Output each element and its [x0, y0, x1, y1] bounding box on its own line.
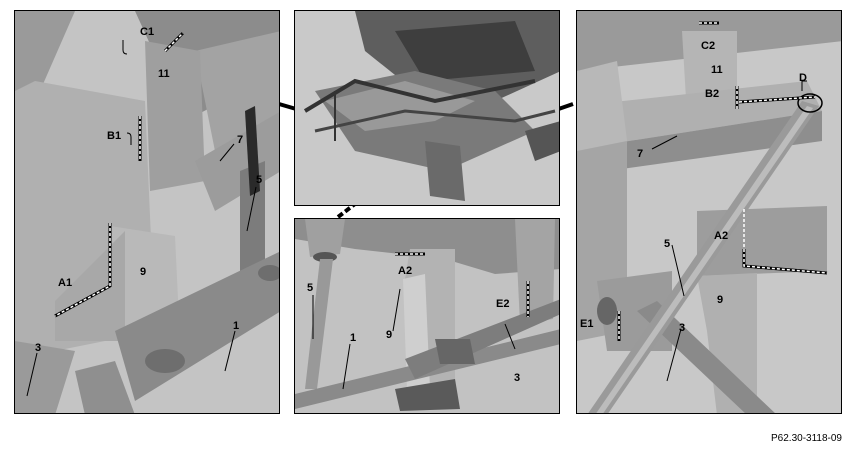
detail-panel-right: C2 11 D B2 7 5 A2 9 E1 3: [576, 10, 842, 414]
label-7-right: 7: [637, 148, 644, 160]
label-9-center: 9: [386, 329, 393, 341]
detail-panel-center: A2 5 9 E2 1 3: [294, 218, 560, 414]
label-9: 9: [140, 266, 147, 278]
label-11: 11: [158, 68, 170, 80]
label-5: 5: [256, 174, 263, 186]
label-7: 7: [237, 134, 244, 146]
label-e1: E1: [580, 318, 594, 330]
center-panel-drawing: [295, 219, 559, 413]
label-b1: B1: [107, 130, 122, 142]
overview-drawing: [295, 11, 559, 205]
overview-panel: [294, 10, 560, 206]
label-a2-right: A2: [714, 230, 729, 242]
label-3-right: 3: [679, 322, 686, 334]
label-a1: A1: [58, 277, 73, 289]
label-c2: C2: [701, 40, 716, 52]
label-1-center: 1: [350, 332, 357, 344]
label-c1: C1: [140, 26, 155, 38]
detail-panel-left: C1 11 B1 7 5 A1 9 1 3: [14, 10, 280, 414]
label-a2-center: A2: [398, 265, 413, 277]
left-panel-drawing: [15, 11, 279, 413]
label-11-right: 11: [711, 64, 723, 76]
label-d: D: [799, 72, 807, 84]
label-5-center: 5: [307, 282, 314, 294]
label-3-center: 3: [514, 372, 521, 384]
label-e2-center: E2: [496, 298, 510, 310]
label-3: 3: [35, 342, 42, 354]
label-5-right: 5: [664, 238, 671, 250]
label-9-right: 9: [717, 294, 724, 306]
label-1: 1: [233, 320, 240, 332]
right-panel-drawing: [577, 11, 841, 413]
figure-reference: P62.30-3118-09: [771, 433, 842, 444]
label-b2: B2: [705, 88, 720, 100]
